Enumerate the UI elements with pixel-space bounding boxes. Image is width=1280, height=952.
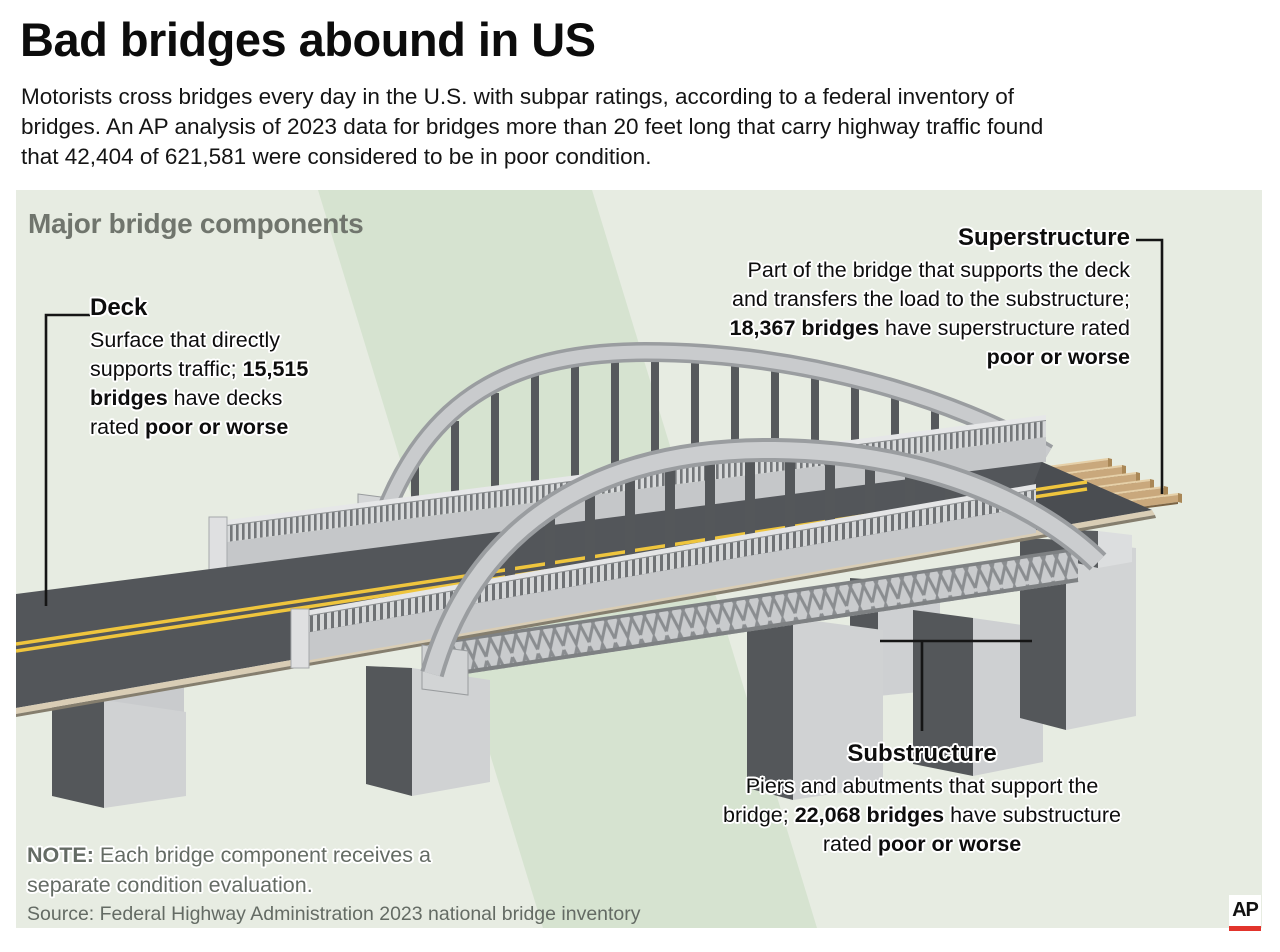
pier-2 bbox=[366, 666, 490, 796]
source-credit: Source: Federal Highway Administration 2… bbox=[27, 903, 641, 925]
deck-truss bbox=[451, 547, 1079, 676]
intro-line: Motorists cross bridges every day in the… bbox=[21, 84, 1014, 109]
ap-logo-red-bar bbox=[1229, 926, 1261, 931]
superstructure-leader-line bbox=[1136, 238, 1164, 494]
panel-heading: Major bridge components bbox=[28, 208, 364, 239]
deck-callout-line: Surface that directly bbox=[90, 328, 281, 352]
deck-callout-line: supports traffic; 15,515 bbox=[90, 357, 309, 381]
substructure-callout-line: rated poor or worse bbox=[822, 832, 1022, 856]
deck-callout-heading: Deck bbox=[90, 294, 148, 321]
piers bbox=[52, 530, 1136, 808]
deck-callout: Deck Surface that directly supports traf… bbox=[90, 294, 308, 442]
substructure-callout-line: bridge; 22,068 bridges have substructure bbox=[723, 803, 1121, 827]
pier-1 bbox=[52, 700, 186, 808]
superstructure-callout: Superstructure Part of the bridge that s… bbox=[610, 224, 1130, 372]
substructure-callout-heading: Substructure bbox=[847, 740, 997, 767]
superstructure-callout-heading: Superstructure bbox=[957, 224, 1130, 251]
deck-leader-line bbox=[44, 313, 90, 606]
deck-callout-line: rated poor or worse bbox=[90, 415, 289, 439]
page-title: Bad bridges abound in US bbox=[20, 13, 596, 66]
near-arch bbox=[420, 437, 1107, 696]
substructure-callout: Substructure Piers and abutments that su… bbox=[722, 740, 1122, 859]
superstructure-callout-line: poor or worse bbox=[986, 345, 1130, 369]
deck-callout-line: bridges have decks bbox=[90, 386, 283, 410]
near-railing-end-post bbox=[290, 608, 310, 669]
superstructure-callout-line: Part of the bridge that supports the dec… bbox=[747, 258, 1130, 282]
pier-3 bbox=[747, 616, 883, 800]
superstructure-callout-line: and transfers the load to the substructu… bbox=[732, 287, 1130, 311]
intro-paragraph: Motorists cross bridges every day in the… bbox=[21, 82, 1043, 172]
intro-line: that 42,404 of 621,581 were considered t… bbox=[21, 144, 652, 169]
note-line: separate condition evaluation. bbox=[27, 873, 313, 897]
superstructure-callout-line: 18,367 bridges have superstructure rated bbox=[729, 316, 1130, 340]
note-block: NOTE: Each bridge component receives a s… bbox=[27, 840, 431, 900]
substructure-callout-line: Piers and abutments that support the bbox=[745, 774, 1099, 798]
ap-logo: AP bbox=[1229, 895, 1261, 932]
note-line: NOTE: Each bridge component receives a bbox=[27, 843, 431, 867]
substructure-leader-line bbox=[880, 639, 1032, 731]
ap-logo-text: AP bbox=[1229, 895, 1261, 926]
intro-line: bridges. An AP analysis of 2023 data for… bbox=[21, 114, 1044, 139]
